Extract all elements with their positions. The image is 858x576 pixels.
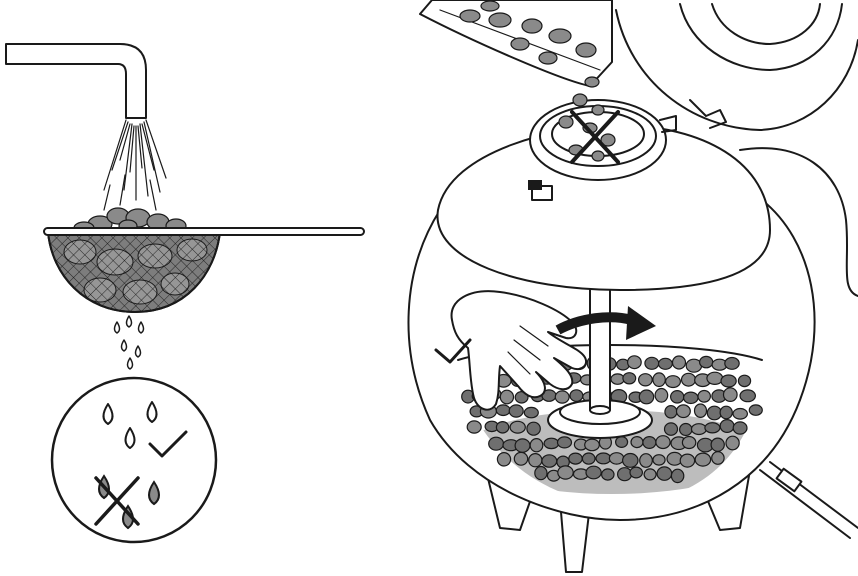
gravel-stone (535, 467, 547, 480)
gravel-stone (720, 420, 734, 433)
gravel-stone (500, 390, 513, 404)
gravel-stone (671, 469, 683, 482)
gravel-stone (666, 376, 681, 388)
gravel-stone (705, 423, 720, 433)
gravel-stone (733, 409, 747, 420)
gravel-stone (677, 405, 691, 418)
gravel-stone (695, 404, 707, 417)
gravel-stone (514, 452, 527, 465)
gravel-stone (582, 453, 595, 464)
water-stream-icon (104, 120, 166, 210)
gravel-stone (725, 358, 739, 370)
gravel-stone (712, 452, 724, 465)
gravel-stone (467, 421, 481, 433)
gravel-stone (496, 422, 508, 433)
fill-gravel-into-aquarium-icon (408, 0, 858, 572)
gravel-stone (692, 424, 707, 435)
aquarium-lid (616, 4, 858, 130)
gravel-stone (623, 454, 638, 468)
gravel-stone (609, 453, 623, 464)
gravel-stone (721, 375, 736, 387)
gravel-stone (655, 389, 668, 403)
gravel-stone (684, 392, 698, 403)
gravel-stone (616, 437, 628, 448)
gravel-stone (510, 421, 525, 433)
gravel-stone (726, 436, 739, 450)
gravel-stone (496, 405, 510, 416)
gravel-stone (707, 372, 723, 384)
gravel-stone (640, 454, 653, 468)
gravel-stone (623, 373, 636, 384)
gravel-stone (544, 438, 559, 448)
gravel-stone (738, 375, 750, 386)
gravel-stone (673, 356, 686, 369)
gravel-stone (509, 405, 523, 417)
gravel-stone (558, 437, 572, 448)
gravel-stone (644, 469, 656, 480)
gravel-stone (555, 391, 569, 403)
gravel-stone (639, 374, 653, 386)
gravel-stone (497, 453, 510, 466)
rinse-gravel-in-sieve-icon (6, 44, 364, 369)
gravel-stone (657, 467, 672, 480)
gravel-stone (653, 455, 665, 465)
gravel-stone (602, 469, 614, 480)
gravel-stone (695, 453, 710, 466)
gravel-stone (585, 439, 600, 451)
gravel-stone (700, 356, 713, 367)
gravel-stone (530, 439, 543, 452)
gravel-stone (596, 453, 611, 464)
gravel-stone (586, 466, 601, 479)
gravel-stone (733, 422, 747, 434)
gravel-stone (630, 467, 642, 478)
gravel-stone (653, 373, 665, 387)
gravel-stone (659, 358, 673, 369)
water-drops-icon (115, 316, 144, 369)
gravel-stone (671, 391, 684, 403)
gravel-stone (698, 391, 710, 403)
gravel-stone (665, 406, 677, 418)
gravel-stone (720, 406, 732, 419)
gravel-stone (665, 423, 678, 435)
gravel-stone (711, 438, 724, 451)
gravel-stone (631, 437, 643, 448)
gravel-stone (749, 405, 762, 415)
gravel-stone (643, 437, 656, 449)
gravel-stone (570, 390, 583, 402)
gravel-stone (682, 437, 695, 449)
water-quality-check-icon (52, 378, 216, 542)
gravel-stone (645, 357, 659, 369)
gravel-stone (611, 374, 624, 384)
gravel-stone (524, 407, 538, 417)
gravel-stone (489, 437, 504, 450)
gravel-stone (527, 422, 540, 435)
gravel-stone (529, 454, 542, 467)
gravel-stone (569, 453, 582, 464)
gravel-stone (656, 436, 670, 449)
gravel-stone (639, 390, 653, 404)
gravel-stone (707, 406, 721, 420)
gravel-stone (515, 439, 530, 452)
gravel-stone (724, 388, 738, 402)
gravel-stone (628, 356, 642, 369)
gravel-stone (558, 466, 573, 479)
gravel-bag-icon (420, 0, 612, 86)
gravel-stone (542, 455, 557, 467)
gravel-stone (618, 468, 632, 481)
gravel-stone (682, 373, 696, 386)
gravel-stone (680, 424, 692, 436)
gravel-stone (680, 454, 694, 467)
gravel-stone (740, 390, 755, 402)
